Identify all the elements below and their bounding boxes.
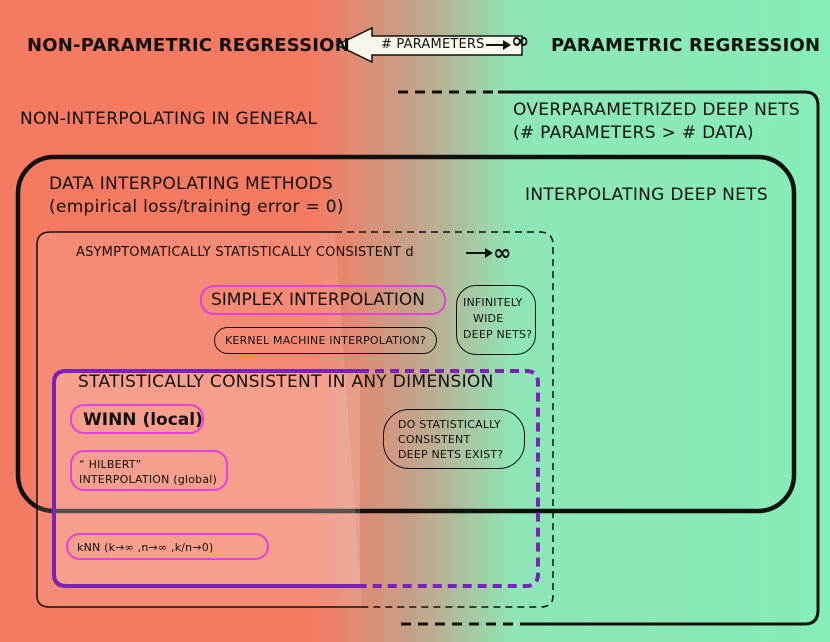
any-dimension-region-solid [52, 369, 360, 588]
wide-deep-nets-line2: WIDE [473, 312, 504, 325]
simplex-interpolation-label: SIMPLEX INTERPOLATION [211, 290, 425, 310]
consistent-deep-nets-line3: DEEP NETS EXIST? [398, 448, 504, 461]
infinity-symbol: ∞ [511, 29, 530, 54]
asymptotic-consistent-region-solid [36, 231, 362, 608]
consistent-deep-nets-box: DO STATISTICALLY CONSISTENT DEEP NETS EX… [383, 409, 525, 469]
overparametrized-label: OVERPARAMETRIZED DEEP NETS [513, 100, 800, 120]
asymptotic-consistent-region-dash [335, 231, 554, 608]
winn-label: WINN (local) [83, 410, 203, 430]
hilbert-interpolation-box: “ HILBERT” INTERPOLATION (global) [70, 450, 228, 491]
wide-deep-nets-line1: INFINITELY [463, 296, 523, 309]
wide-deep-nets-box: INFINITELY WIDE DEEP NETS? [456, 285, 536, 355]
consistent-deep-nets-line1: DO STATISTICALLY [398, 418, 501, 431]
data-interpolating-label: DATA INTERPOLATING METHODS [49, 174, 333, 194]
data-interpolating-region [15, 154, 797, 514]
data-interpolating-sublabel: (empirical loss/training error = 0) [49, 197, 344, 217]
asymptotic-consistent-label: ASYMPTOMATICALLY STATISTICALLY CONSISTEN… [76, 245, 414, 260]
nonparametric-title: NON-PARAMETRIC REGRESSION [27, 35, 350, 56]
hilbert-label-line2: INTERPOLATION (global) [79, 473, 218, 486]
infinity-symbol-2: ∞ [493, 241, 512, 266]
hilbert-label-line1: “ HILBERT” [79, 458, 142, 471]
header-arrow-small [486, 40, 511, 50]
kernel-machine-label: KERNEL MACHINE INTERPOLATION? [225, 334, 426, 347]
arrow-label: # PARAMETERS [381, 37, 485, 52]
knn-label: kNN (k→∞ ,n→∞ ,k/n→0) [77, 541, 214, 554]
simplex-interpolation-box: SIMPLEX INTERPOLATION [200, 285, 446, 315]
knn-box: kNN (k→∞ ,n→∞ ,k/n→0) [66, 533, 269, 560]
winn-box: WINN (local) [70, 404, 204, 434]
parametric-title: PARAMETRIC REGRESSION [551, 35, 821, 56]
any-dimension-label: STATISTICALLY CONSISTENT IN ANY DIMENSIO… [78, 372, 494, 392]
overparametrized-sublabel: (# PARAMETERS > # DATA) [513, 123, 754, 143]
kernel-machine-box: KERNEL MACHINE INTERPOLATION? [214, 327, 437, 354]
non-interpolating-label: NON-INTERPOLATING IN GENERAL [20, 109, 318, 129]
parameters-arrow [335, 26, 523, 64]
dimension-arrow [466, 248, 493, 258]
overparametrized-region-solid [498, 90, 820, 626]
consistent-deep-nets-line2: CONSISTENT [398, 433, 471, 446]
any-dimension-region-dash [360, 369, 540, 588]
wide-deep-nets-line3: DEEP NETS? [463, 328, 533, 341]
interpolating-deep-nets-label: INTERPOLATING DEEP NETS [525, 185, 768, 205]
